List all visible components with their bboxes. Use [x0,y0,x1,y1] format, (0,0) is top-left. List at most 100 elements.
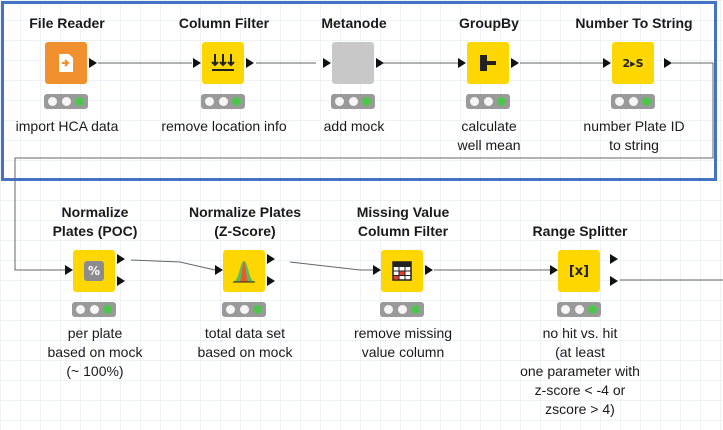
output-port[interactable] [664,58,672,68]
node-status-indicator [72,302,116,317]
status-dot-yellow [574,305,584,314]
input-port[interactable] [458,58,466,68]
node-title-line: Normalize Plates [188,204,302,220]
input-port[interactable] [215,265,223,275]
node-icon-box[interactable] [467,42,509,84]
node-status-indicator [466,94,510,109]
output-port-1[interactable] [117,254,125,264]
node-normalize-z-score[interactable]: Normalize Plates (Z-Score) total data se… [175,190,315,390]
input-port[interactable] [373,265,381,275]
node-title: File Reader [29,15,105,31]
status-dot-yellow [628,97,638,106]
node-description-line: one parameter with [520,363,640,379]
connection-number-to-string-normalize-poc [14,62,714,271]
status-dot-red [335,97,345,106]
node-status-indicator [380,302,424,317]
node-description-line: remove missing [353,325,453,341]
status-dot-green [74,97,84,106]
node-description-line: zscore > 4) [545,401,615,417]
node-description: add mock [323,118,385,134]
status-dot-red [470,97,480,106]
column-filter-icon [211,54,235,71]
output-port[interactable] [511,58,519,68]
output-port-1[interactable] [610,254,618,264]
node-status-indicator [44,94,88,109]
input-port[interactable] [65,265,73,275]
groupby-icon [480,55,496,71]
node-title: GroupBy [459,15,519,31]
node-status-indicator [201,94,245,109]
output-port-2[interactable] [267,276,275,286]
selection-rectangle [1,1,717,181]
input-port[interactable] [323,58,331,68]
status-dot-red [76,305,86,314]
node-icon-box[interactable] [45,42,87,84]
node-status-indicator [222,302,266,317]
node-icon-box[interactable]: 2▸S [612,42,654,84]
node-description-line: total data set [204,325,286,341]
metanode-icon[interactable] [332,42,374,84]
node-icon-box[interactable] [381,250,423,292]
node-normalize-poc[interactable]: Normalize Plates (POC) % per plate based… [25,190,165,390]
input-port[interactable] [603,58,611,68]
status-dot-yellow [239,305,249,314]
node-icon-box[interactable] [202,42,244,84]
node-icon-box[interactable]: % [73,250,115,292]
status-dot-green [410,305,420,314]
status-dot-green [252,305,262,314]
node-title: Column Filter [178,15,270,31]
node-number-to-string[interactable]: Number To String 2▸S number Plate ID to … [564,0,704,180]
node-description-line: per plate [67,325,123,341]
node-description-line: (at least [555,344,605,360]
node-title-line: Column Filter [357,223,449,239]
node-file-reader[interactable]: File Reader import HCA data [0,0,137,180]
node-description-line: calculate [461,118,517,134]
node-description-line: z-score < -4 or [534,382,626,398]
node-icon-box[interactable] [223,250,265,292]
node-description: remove location info [161,118,287,134]
input-port[interactable] [193,58,201,68]
node-metanode[interactable]: Metanode add mock [284,0,424,180]
node-title-line: (Z-Score) [214,223,276,239]
node-title: Metanode [321,15,387,31]
output-port[interactable] [246,58,254,68]
status-dot-yellow [483,97,493,106]
status-dot-green [102,305,112,314]
output-port[interactable] [376,58,384,68]
status-dot-red [615,97,625,106]
status-dot-green [496,97,506,106]
range-splitter-icon: [x] [568,263,590,279]
node-title: Range Splitter [532,223,628,239]
node-groupby[interactable]: GroupBy calculate well mean [419,0,559,180]
node-range-splitter[interactable]: Range Splitter [x] no hit vs. hit (at le… [510,190,650,430]
node-description-line: based on mock [197,344,293,360]
file-import-icon [59,54,73,72]
number-to-string-icon: 2▸S [622,56,644,70]
status-dot-red [205,97,215,106]
node-title-line: Missing Value [356,204,450,220]
percent-icon: % [84,261,104,281]
table-missing-icon [392,261,412,281]
status-dot-yellow [61,97,71,106]
input-port[interactable] [550,265,558,275]
output-port[interactable] [425,265,433,275]
output-port-2[interactable] [610,276,618,286]
node-title: Number To String [575,15,693,31]
output-port-1[interactable] [267,254,275,264]
node-description-line: (~ 100%) [66,363,124,379]
node-column-filter[interactable]: Column Filter remove location info [154,0,294,180]
output-port[interactable] [89,58,97,68]
node-status-indicator [557,302,601,317]
status-dot-yellow [348,97,358,106]
node-description-line: number Plate ID [583,118,685,134]
status-dot-red [48,97,58,106]
node-status-indicator [331,94,375,109]
node-icon-box[interactable]: [x] [558,250,600,292]
output-port-2[interactable] [117,276,125,286]
node-status-indicator [611,94,655,109]
connection-normalize-poc-normalize-z [130,259,216,271]
node-missing-value-column-filter[interactable]: Missing Value Column Filter remove missi… [333,190,473,390]
node-description-line: based on mock [47,344,143,360]
status-dot-yellow [89,305,99,314]
